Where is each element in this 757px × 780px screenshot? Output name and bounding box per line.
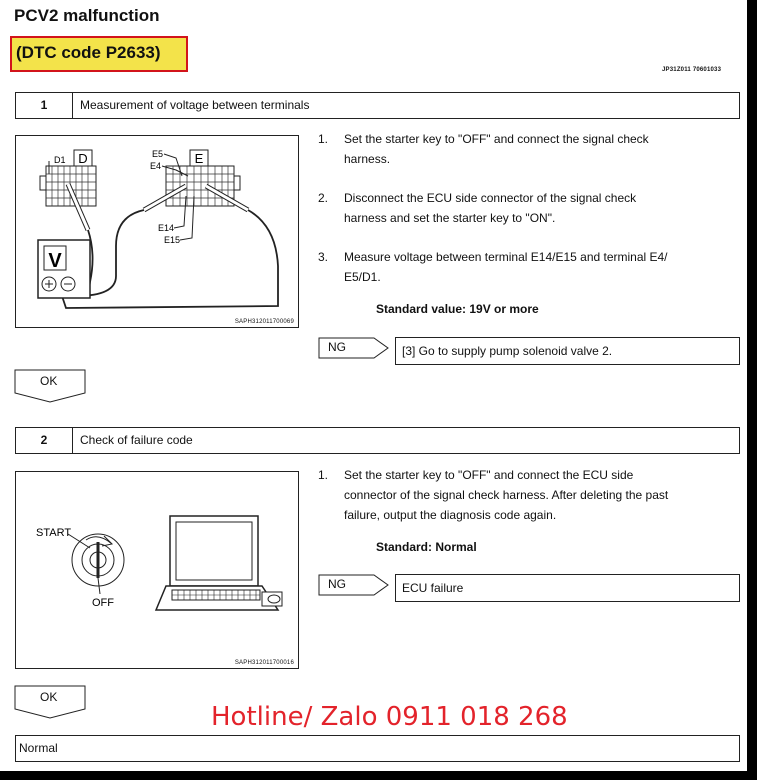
ng-result-2: ECU failure [402,581,464,595]
off-label: OFF [92,597,114,609]
ok-indicator-1 [14,369,86,403]
final-result: Normal [19,741,58,755]
page-title: PCV2 malfunction [14,6,160,25]
laptop-icon [154,515,283,611]
standard-normal: Standard: Normal [376,540,477,554]
ignition-key-icon [67,533,125,595]
step2-number: 2 [16,428,73,453]
instr-1-1-num: 1. [318,132,329,146]
document-code: JP31Z011 70601033 [662,67,722,73]
instr-1-3-num: 3. [318,250,329,264]
instr-1-3-line2: E5/D1. [344,270,381,284]
instr-1-2-line1: Disconnect the ECU side connector of the… [344,191,637,205]
step1-heading: Measurement of voltage between terminals [80,98,310,112]
instr-2-1-line2: connector of the signal check harness. A… [344,488,669,502]
ng-result-box-1: [3] Go to supply pump solenoid valve 2. [395,337,740,365]
terminal-measurement-diagram: D D1 E E5 [37,149,279,309]
ng-label-1: NG [328,340,346,354]
step1-number: 1 [16,93,73,118]
dtc-code: (DTC code P2633) [16,43,161,62]
d1-label: D1 [54,155,66,165]
step1-figure: D D1 E E5 [15,135,299,328]
ng-label-2: NG [328,577,346,591]
ok-label-2: OK [40,690,58,704]
step2-header: 2 Check of failure code [15,427,740,454]
instr-2-1-line3: failure, output the diagnosis code again… [344,508,557,522]
voltmeter: V [37,239,91,299]
instr-1-2-line2: harness and set the starter key to "ON". [344,211,556,225]
figure1-code: SAPH312011700069 [234,319,294,325]
figure2-code: SAPH312011700016 [234,660,294,666]
ng-indicator-1 [318,337,389,359]
manual-page: PCV2 malfunction (DTC code P2633) JP31Z0… [0,0,747,771]
step2-figure: START OFF [15,471,299,669]
start-label: START [36,527,71,539]
instr-1-2-num: 2. [318,191,329,205]
standard-value: Standard value: 19V or more [376,302,539,316]
e5-label: E5 [152,149,163,159]
ng-result-1: [3] Go to supply pump solenoid valve 2. [402,344,613,358]
e4-label: E4 [150,161,161,171]
hotline-watermark: Hotline/ Zalo 0911 018 268 [211,702,568,732]
e14-label: E14 [158,223,174,233]
instr-1-1-line2: harness. [344,152,391,166]
connector-d [39,165,97,207]
ok-label-1: OK [40,374,58,388]
instr-2-1-num: 1. [318,468,329,482]
connector-e-label: E [195,151,204,166]
diagnosis-diagram: START OFF [36,515,283,611]
instr-1-3-line1: Measure voltage between terminal E14/E15… [344,250,668,264]
connector-d-label: D [78,151,87,166]
dtc-badge: (DTC code P2633) [10,36,188,72]
meter-symbol: V [48,250,62,272]
ng-indicator-2 [318,574,389,596]
step1-header: 1 Measurement of voltage between termina… [15,92,740,119]
connector-e [165,165,241,207]
ok-indicator-2 [14,685,86,719]
e15-label: E15 [164,235,180,245]
ng-result-box-2: ECU failure [395,574,740,602]
instr-2-1-line1: Set the starter key to "OFF" and connect… [344,468,634,482]
final-result-box: Normal [15,735,740,762]
instr-1-1-line1: Set the starter key to "OFF" and connect… [344,132,649,146]
step2-heading: Check of failure code [80,433,193,447]
